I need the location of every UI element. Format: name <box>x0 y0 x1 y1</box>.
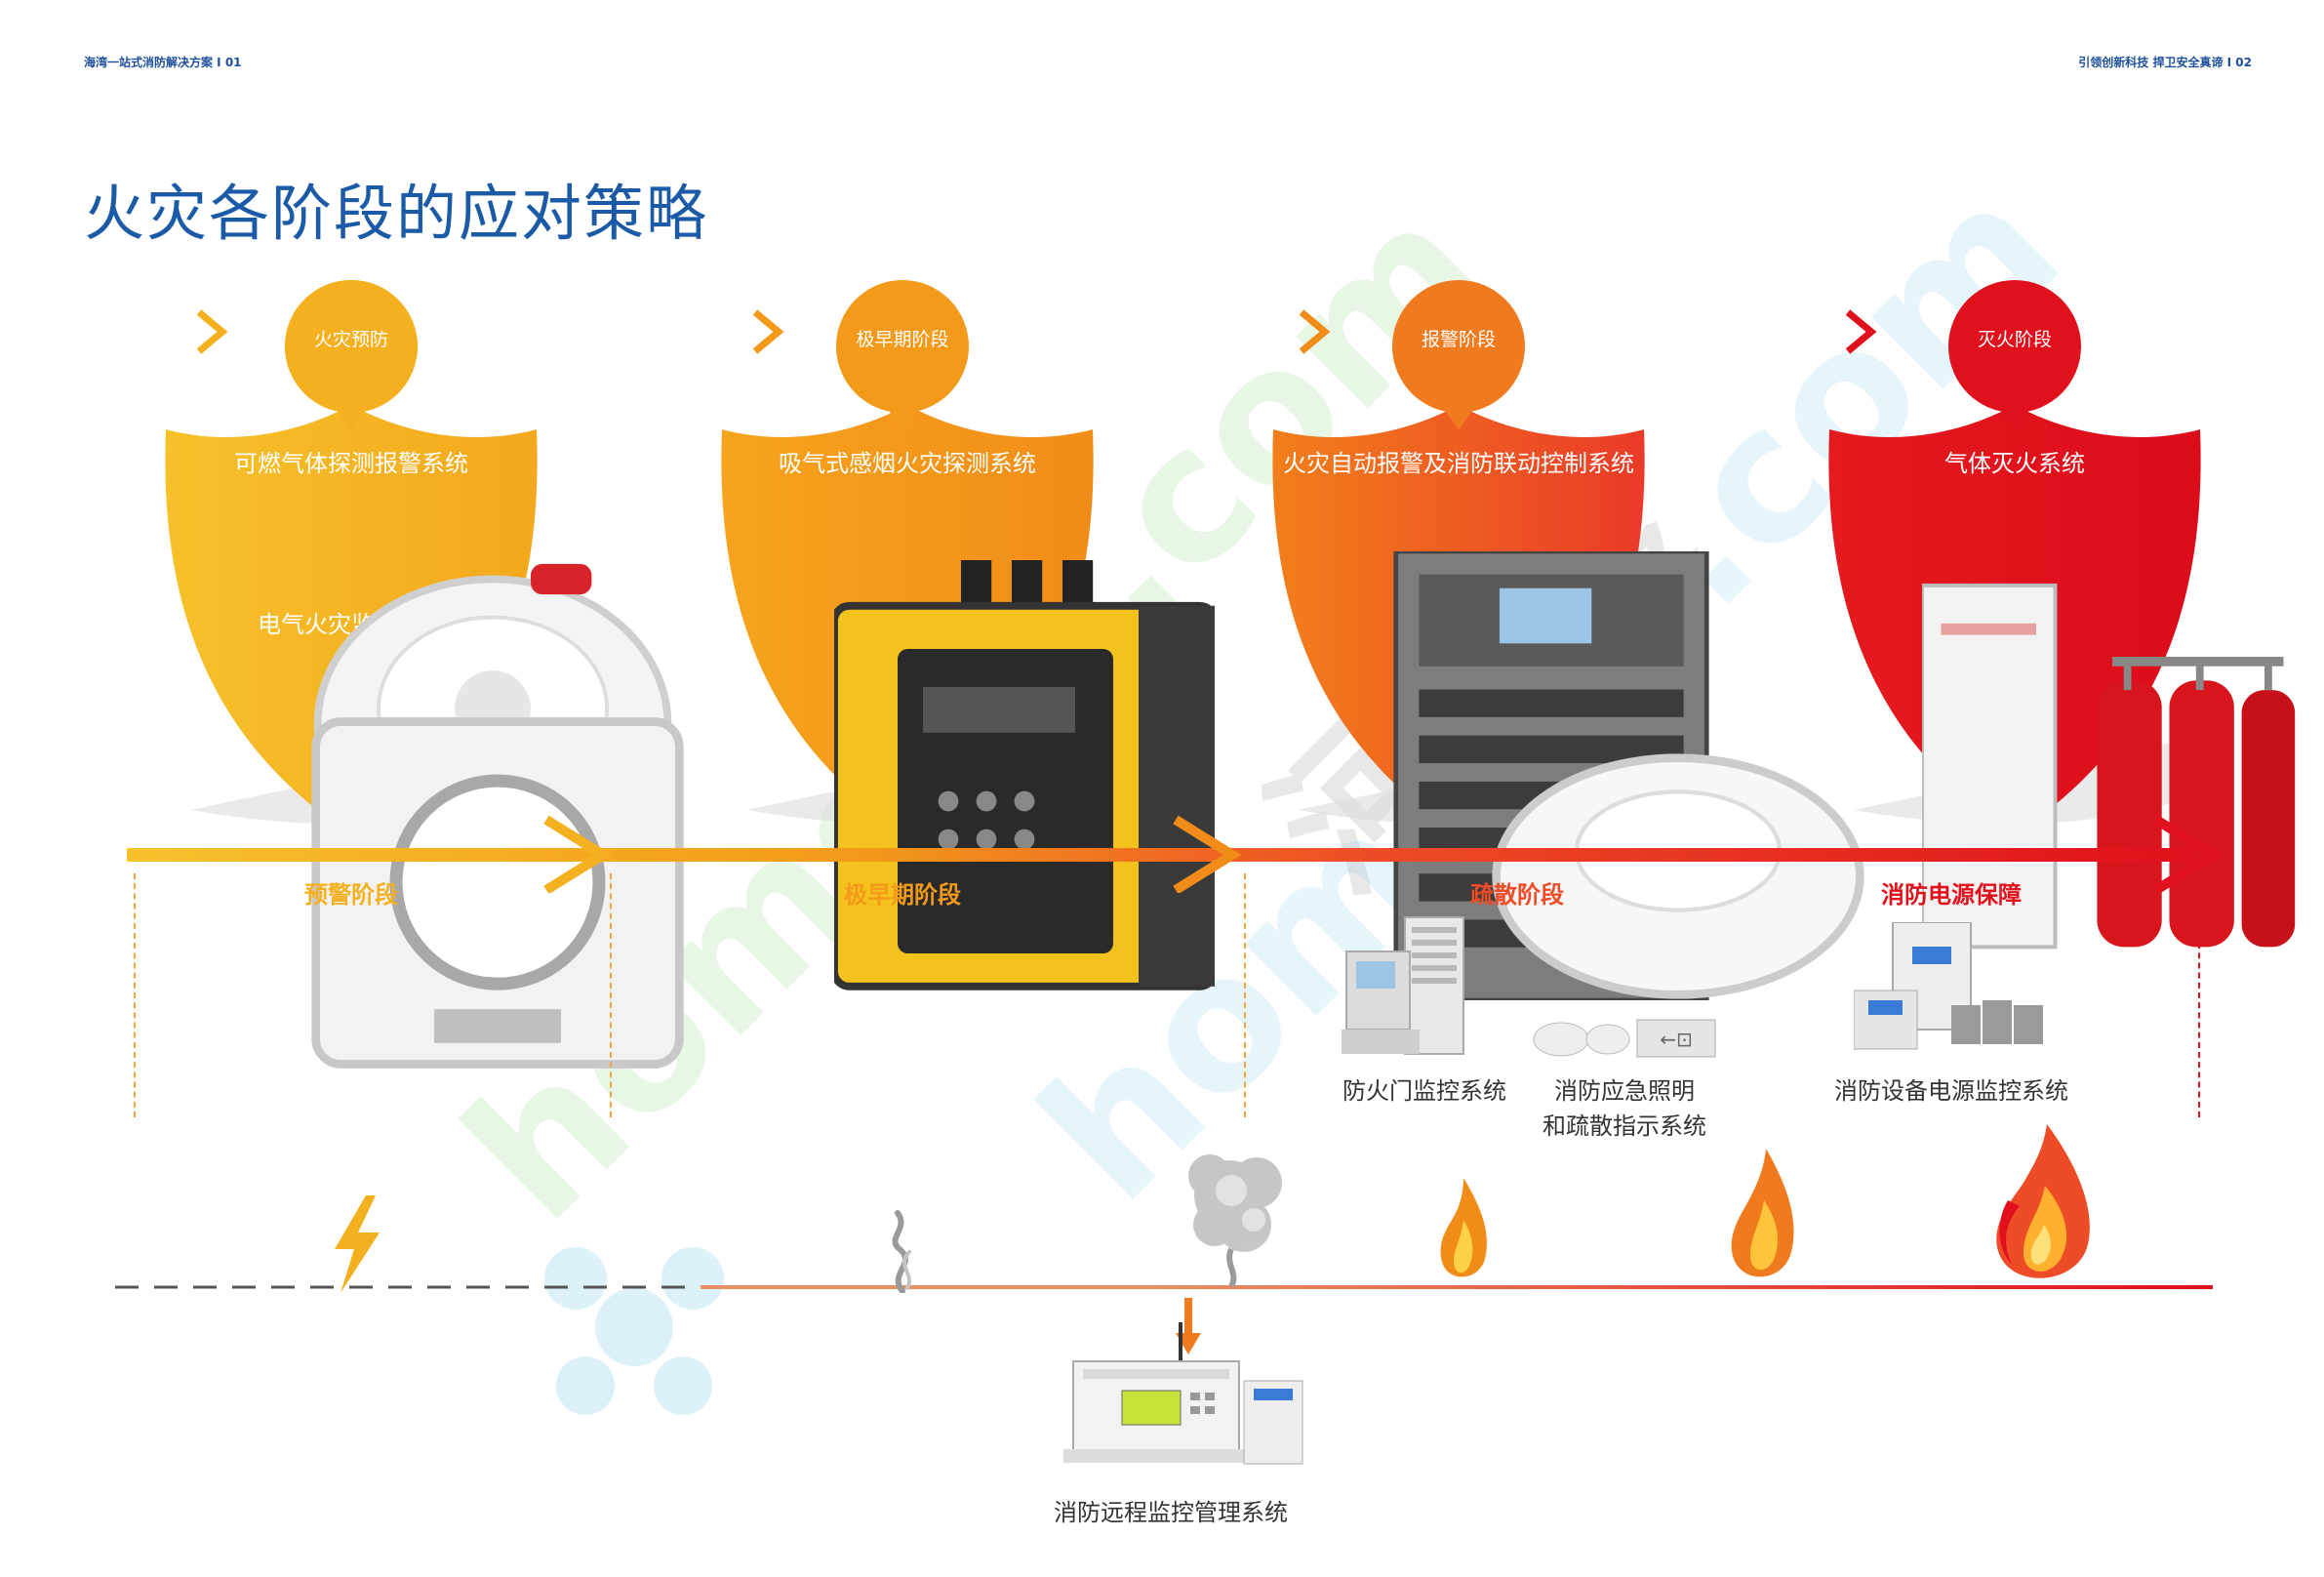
stage-bubble-label: 灭火阶段 <box>1977 329 2052 350</box>
stage-bubble: 极早期阶段 <box>834 278 971 444</box>
subsystem-caption: 和疏散指示系统 <box>1543 1112 1706 1140</box>
stage-bubble-label: 极早期阶段 <box>856 329 949 350</box>
system-name: 吸气式感烟火灾探测系统 <box>779 450 1036 477</box>
divider <box>610 873 612 1117</box>
stage-bubble: 火灾预防 <box>283 278 420 444</box>
stage-bubble-label: 火灾预防 <box>313 329 388 350</box>
stage-bubble: 灭火阶段 <box>1946 278 2083 444</box>
shield-stage-2: 吸气式感烟火灾探测系统 <box>717 390 1215 991</box>
emergency-light-image: ←⊡ <box>1533 1019 1716 1058</box>
smoke-icon <box>878 1205 927 1293</box>
remote-caption: 消防远程监控管理系统 <box>1054 1499 1288 1526</box>
system-name: 气体灭火系统 <box>1944 450 2085 477</box>
subsystem-caption: 消防应急照明 <box>1554 1077 1695 1105</box>
stage-bubble-label: 报警阶段 <box>1421 329 1496 350</box>
chevron-right-icon <box>195 308 228 355</box>
phase-label: 消防电源保障 <box>1881 881 2022 909</box>
svg-text:←⊡: ←⊡ <box>1660 1028 1693 1051</box>
system-name: 可燃气体探测报警系统 <box>234 450 468 477</box>
phase-label: 疏散阶段 <box>1470 881 1564 909</box>
header-left: 海湾一站式消防解决方案 I 01 <box>84 56 242 69</box>
stage-bubble: 报警阶段 <box>1390 278 1527 444</box>
timeline-arrow <box>127 815 2224 893</box>
shield-stage-1: 可燃气体探测报警系统 电气火灾监控系统 <box>161 390 684 1069</box>
fire-door-device-image <box>1342 916 1464 1055</box>
aspirating-detector-image <box>834 560 1215 991</box>
fire-progression-line <box>115 1280 2213 1294</box>
header-right: 引领创新科技 捍卫安全真谛 I 02 <box>2078 56 2252 69</box>
power-monitor-image <box>1854 922 2043 1050</box>
flame-icon <box>1434 1176 1493 1288</box>
current-sensor-image <box>311 717 684 1069</box>
remote-monitor-device-image <box>1063 1322 1303 1465</box>
chevron-right-icon <box>1298 308 1331 355</box>
shield-stage-3: 火灾自动报警及消防联动控制系统 <box>1268 390 1864 1000</box>
smoke-icon <box>1171 1142 1298 1288</box>
divider <box>2198 873 2200 1117</box>
subsystem-caption: 防火门监控系统 <box>1342 1077 1506 1105</box>
flame-icon <box>1727 1147 1800 1288</box>
system-name: 火灾自动报警及消防联动控制系统 <box>1283 450 1634 477</box>
page-title: 火灾各阶段的应对策略 <box>84 178 709 249</box>
lightning-icon <box>327 1195 385 1293</box>
chevron-right-icon <box>751 308 784 355</box>
divider <box>1244 873 1246 1117</box>
gas-extinguishing-image <box>1922 583 2296 950</box>
phase-label: 极早期阶段 <box>844 881 961 909</box>
flame-icon <box>1990 1122 2098 1288</box>
chevron-right-icon <box>1844 308 1877 355</box>
shield-stage-4: 气体灭火系统 <box>1824 390 2296 950</box>
phase-label: 预警阶段 <box>304 881 398 909</box>
subsystem-caption: 消防设备电源监控系统 <box>1834 1077 2068 1105</box>
divider <box>134 873 136 1117</box>
